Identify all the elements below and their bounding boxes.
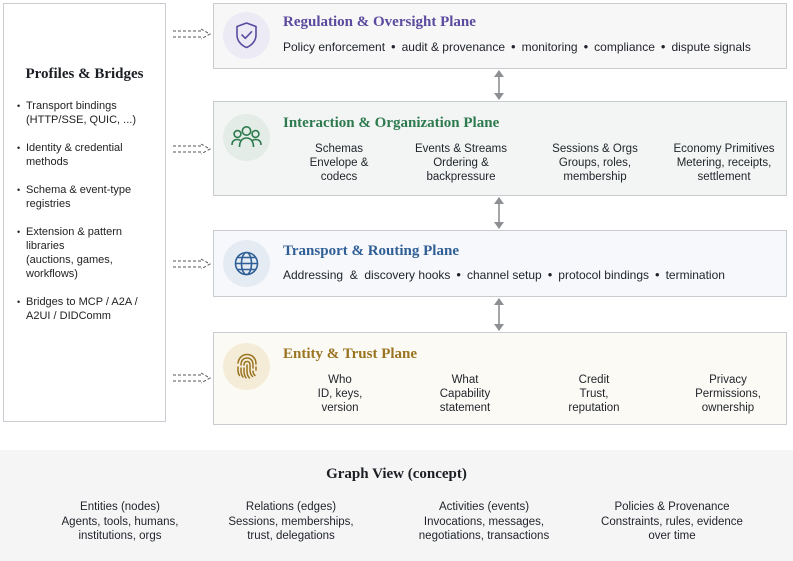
plane-item: compliance: [594, 40, 655, 54]
bullet-separator: •: [547, 267, 553, 282]
profiles-bridges-panel: Profiles & Bridges Transport bindings (H…: [3, 3, 166, 422]
interaction-organization-plane: Interaction & Organization Plane Schemas…: [213, 101, 787, 196]
bullet-separator: •: [660, 39, 666, 54]
graph-column: Entities (nodes) Agents, tools, humans, …: [61, 501, 179, 542]
bidirectional-arrow: [494, 298, 504, 331]
graph-column: Relations (edges) Sessions, memberships,…: [228, 501, 354, 542]
plane-title: Transport & Routing Plane: [283, 243, 459, 259]
plane-item: monitoring: [521, 40, 578, 54]
bullet-separator: •: [655, 267, 660, 282]
fingerprint-icon: [223, 343, 270, 390]
plane-column: Who ID, keys, version: [317, 374, 363, 414]
plane-column: Schemas Envelope & codecs: [309, 143, 369, 183]
profile-item: Extension & pattern libraries (auctions,…: [16, 225, 166, 281]
plane-column: Economy Primitives Metering, receipts, s…: [673, 143, 775, 183]
plane-items: Policy enforcement • audit & provenance • mo…: [283, 39, 751, 54]
plane-item: termination: [665, 268, 725, 282]
profiles-title: Profiles & Bridges: [25, 66, 144, 82]
plane-column: Sessions & Orgs Groups, roles, membershi…: [552, 143, 638, 183]
profile-item: Transport bindings (HTTP/SSE, QUIC, ...): [16, 99, 166, 127]
dashed-arrow-regulation: [173, 28, 212, 40]
transport-routing-plane: Transport & Routing Plane Addressing & d…: [213, 230, 787, 297]
dashed-arrow-entity: [173, 372, 212, 384]
plane-title: Regulation & Oversight Plane: [283, 14, 476, 30]
plane-column: Credit Trust, reputation: [568, 374, 620, 414]
dashed-arrow-transport: [173, 258, 212, 270]
bidirectional-arrow: [494, 70, 504, 100]
graph-view-title: Graph View (concept): [326, 466, 467, 482]
bullet-separator: •: [391, 39, 396, 54]
bullet-separator: •: [456, 267, 461, 282]
plane-items: Addressing & discovery hooks • channel set…: [283, 267, 725, 282]
graph-column: Activities (events) Invocations, message…: [418, 501, 550, 542]
plane-title: Interaction & Organization Plane: [283, 115, 500, 131]
profile-item: Identity & credential methods: [16, 141, 166, 169]
plane-column: Privacy Permissions, ownership: [695, 374, 761, 414]
plane-item: dispute signals: [671, 40, 751, 54]
plane-item: Addressing & discovery hooks: [283, 268, 451, 282]
graph-view-panel: Graph View (concept) Entities (nodes) Ag…: [0, 450, 793, 561]
plane-item: channel setup: [466, 268, 542, 282]
plane-item: Policy enforcement: [283, 40, 386, 54]
graph-column: Policies & Provenance Constraints, rules…: [601, 501, 743, 542]
plane-item: protocol bindings: [558, 268, 650, 282]
profile-item: Bridges to MCP / A2A / A2UI / DIDComm: [16, 295, 166, 323]
entity-trust-plane: Entity & Trust Plane Who ID, keys, versi…: [213, 332, 787, 425]
plane-title: Entity & Trust Plane: [283, 346, 418, 362]
profile-item: Schema & event-type registries: [16, 183, 166, 211]
people-group-icon: [223, 114, 270, 161]
profiles-list: Transport bindings (HTTP/SSE, QUIC, ...)…: [16, 99, 166, 337]
globe-icon: [223, 240, 270, 287]
bullet-separator: •: [511, 39, 516, 54]
plane-item: audit & provenance: [401, 40, 506, 54]
bullet-separator: •: [583, 39, 589, 54]
plane-column: What Capability statement: [439, 374, 491, 414]
plane-column: Events & Streams Ordering & backpressure: [414, 143, 508, 183]
dashed-arrow-interaction: [173, 143, 212, 155]
regulation-oversight-plane: Regulation & Oversight Plane Policy enfo…: [213, 3, 787, 69]
bidirectional-arrow: [494, 197, 504, 229]
shield-check-icon: [223, 12, 270, 59]
